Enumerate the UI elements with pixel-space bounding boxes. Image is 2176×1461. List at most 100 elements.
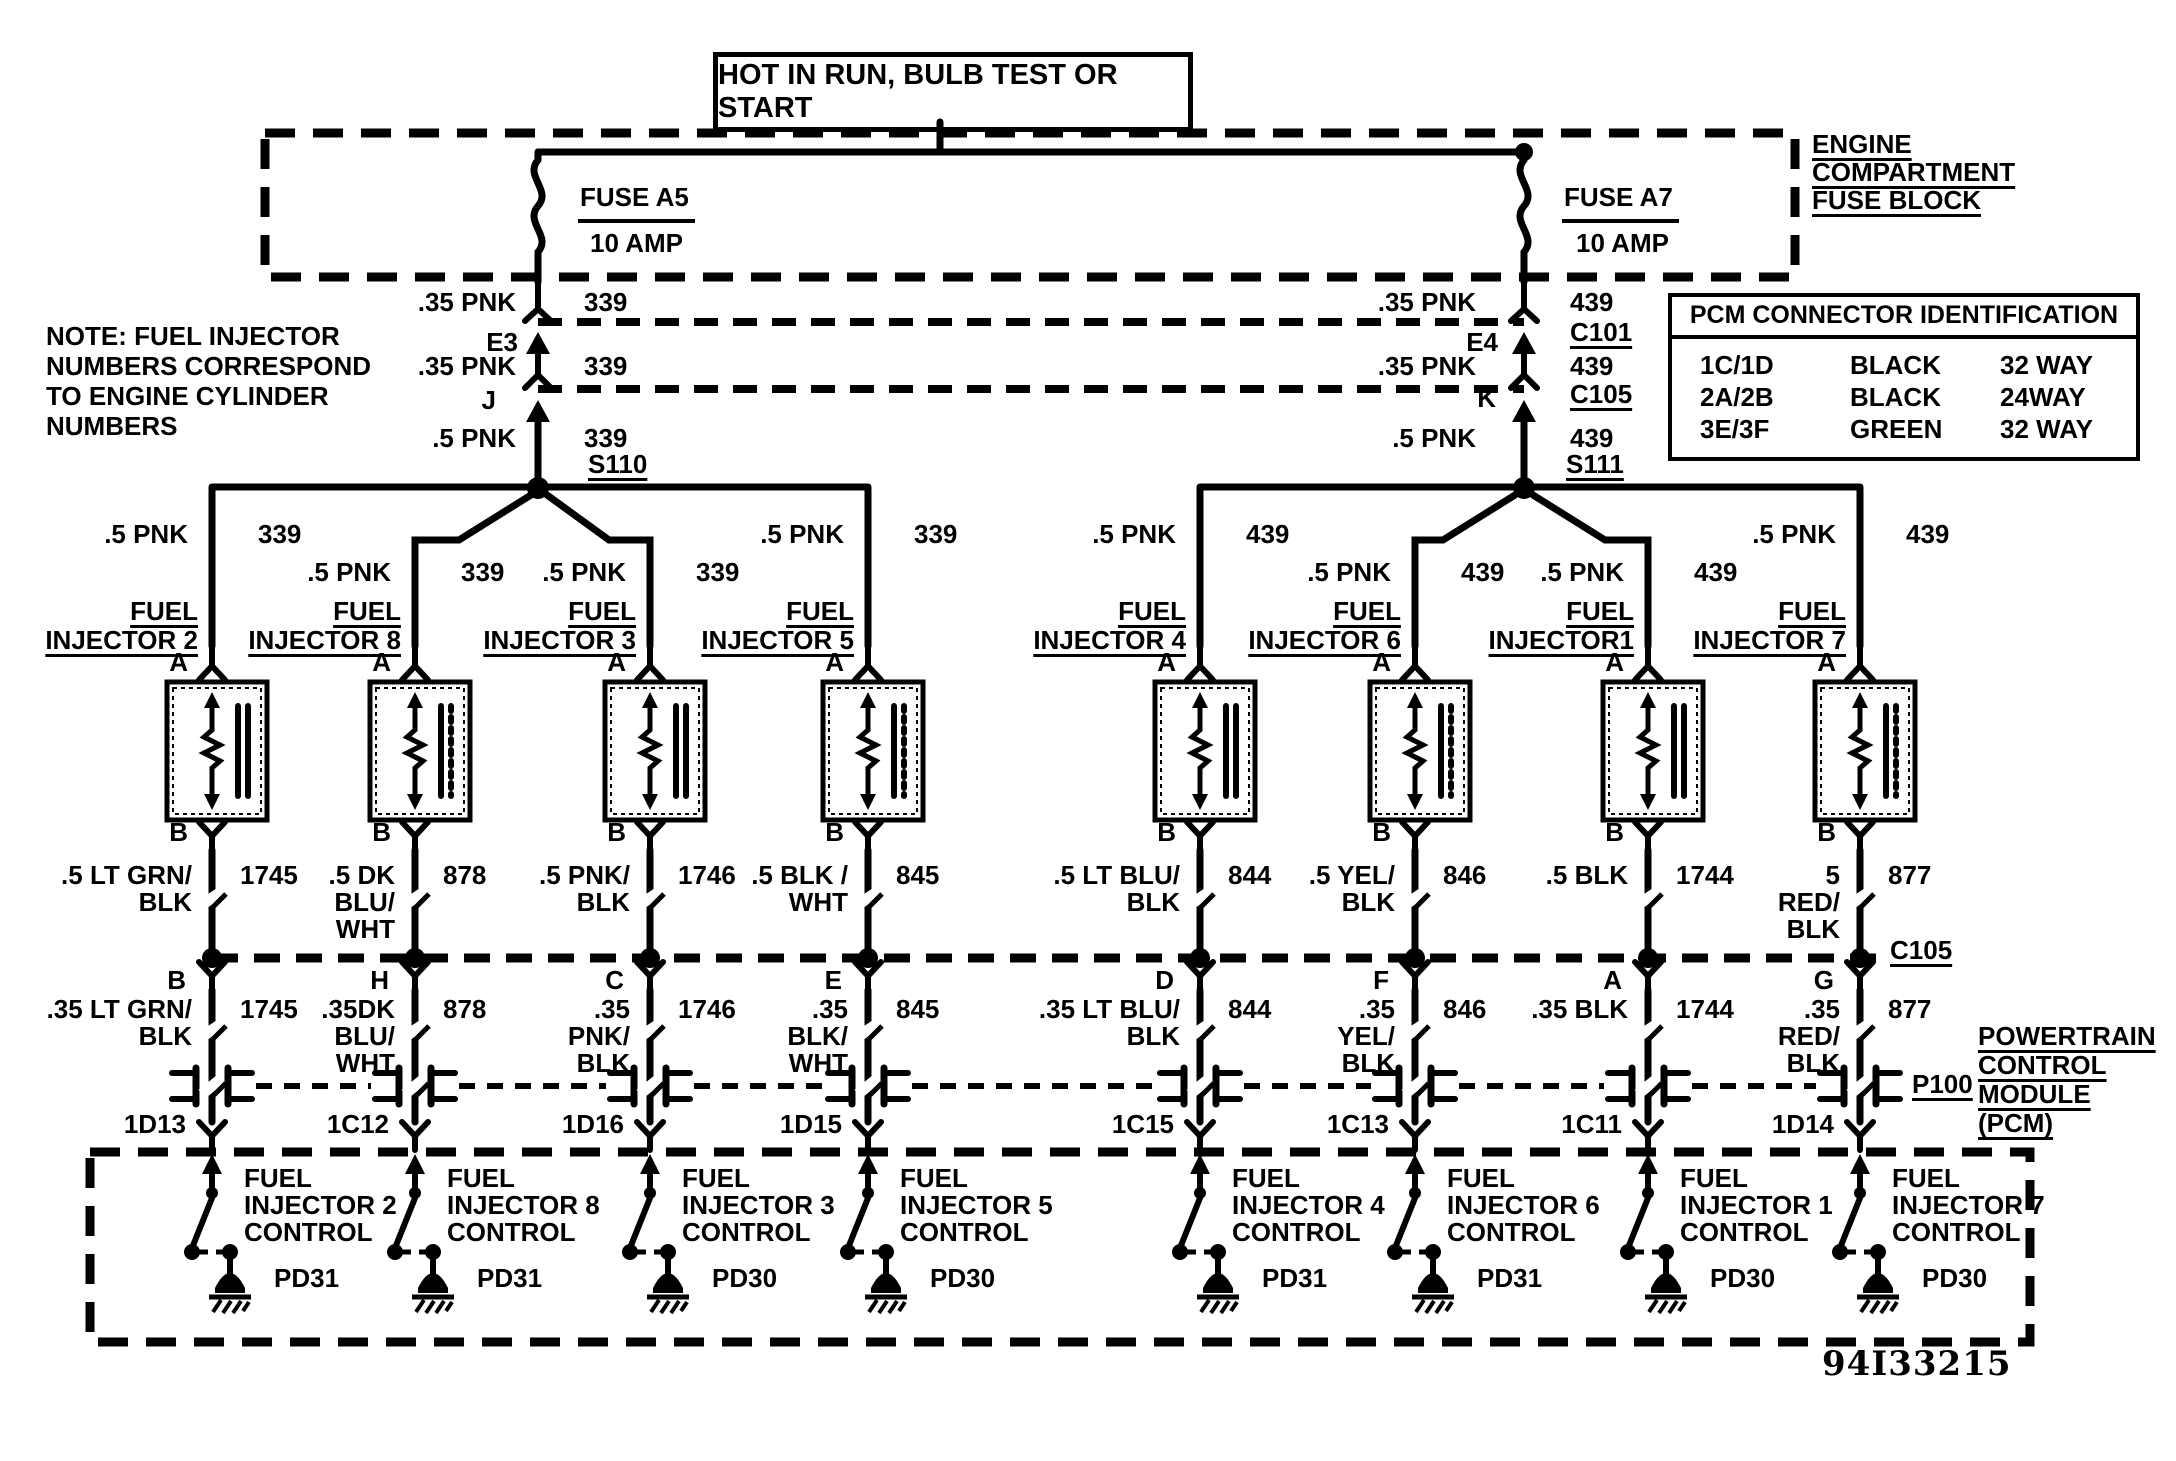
lower-wire-label: YEL/	[1337, 1021, 1395, 1051]
injector-name: FUEL	[1566, 596, 1634, 626]
upper-wire-label: BLK	[1341, 887, 1395, 917]
injector-name: INJECTOR 7	[1693, 625, 1846, 655]
lower-wire-circuit: 845	[896, 994, 940, 1024]
feed-wire-circuit: 439	[1246, 519, 1290, 549]
figure-id: 94I33215	[1822, 1344, 2012, 1384]
ground-id: PD30	[712, 1263, 778, 1293]
right-circuit-3: 439	[1570, 423, 1614, 453]
right-wire-size-3: .5 PNK	[1392, 423, 1476, 453]
control-label: INJECTOR 8	[447, 1190, 600, 1220]
lower-wire-label: BLK	[576, 1048, 630, 1078]
power-source-banner: HOT IN RUN, BULB TEST OR START	[713, 52, 1193, 132]
connector-c101-label: C101	[1570, 317, 1633, 347]
right-wire-size-1: .35 PNK	[1377, 287, 1476, 317]
control-label: CONTROL	[447, 1217, 576, 1247]
c105-pin-label: B	[167, 965, 186, 995]
lower-wire-circuit: 1745	[240, 994, 298, 1024]
upper-wire-label: BLU/	[334, 887, 395, 917]
ground-id: PD31	[1262, 1263, 1328, 1293]
lower-wire-label: .35 LT GRN/	[46, 994, 192, 1024]
injector-name: INJECTOR 8	[248, 625, 401, 655]
lower-wire-circuit: 844	[1228, 994, 1272, 1024]
pcm-label-line4: (PCM)	[1978, 1108, 2054, 1138]
upper-wire-circuit: 846	[1443, 860, 1487, 890]
upper-wire-label: WHT	[788, 887, 848, 917]
injector-name: FUEL	[130, 596, 198, 626]
pcm-label-line1: POWERTRAIN	[1978, 1021, 2156, 1051]
left-circuit-2: 339	[584, 351, 628, 381]
upper-wire-label: .5 BLK	[1545, 860, 1628, 890]
control-label: FUEL	[1892, 1163, 1960, 1193]
upper-wire-circuit: 877	[1888, 860, 1932, 890]
pcm-table-cell: 32 WAY	[2000, 350, 2093, 380]
ground-id: PD30	[1710, 1263, 1776, 1293]
injector-name: INJECTOR 6	[1248, 625, 1401, 655]
lower-wire-label: .35 LT BLU/	[1038, 994, 1180, 1024]
injector-name: FUEL	[1333, 596, 1401, 626]
pin-b-label: B	[1157, 817, 1176, 847]
left-wire-size-3: .5 PNK	[432, 423, 516, 453]
control-label: CONTROL	[900, 1217, 1029, 1247]
upper-wire-circuit: 878	[443, 860, 487, 890]
splice-s110-label: S110	[588, 449, 648, 479]
injector-name: FUEL	[1778, 596, 1846, 626]
pcm-box	[85, 1147, 2035, 1347]
control-label: INJECTOR 6	[1447, 1190, 1600, 1220]
control-label: CONTROL	[682, 1217, 811, 1247]
feed-wire-circuit: 339	[914, 519, 958, 549]
upper-wire-label: RED/	[1777, 887, 1840, 917]
control-label: FUEL	[1680, 1163, 1748, 1193]
pcm-table-cell: 32 WAY	[2000, 414, 2093, 444]
splice-s111-label: S111	[1566, 449, 1624, 479]
upper-wire-circuit: 845	[896, 860, 940, 890]
fuse-block-box	[260, 128, 1800, 282]
left-wire-size-1: .35 PNK	[417, 287, 516, 317]
control-label: CONTROL	[244, 1217, 373, 1247]
pcm-table-cell: BLACK	[1850, 382, 1941, 412]
lower-wire-circuit: 846	[1443, 994, 1487, 1024]
ground-id: PD31	[1477, 1263, 1543, 1293]
ground-id: PD30	[1922, 1263, 1988, 1293]
feed-wire-circuit: 339	[461, 557, 505, 587]
left-pin-e3: E3	[486, 327, 518, 357]
control-label: FUEL	[244, 1163, 312, 1193]
injector-name: FUEL	[786, 596, 854, 626]
feed-wire-circuit: 439	[1906, 519, 1950, 549]
c105-pin-label: G	[1813, 965, 1834, 995]
c105-pin-label: F	[1373, 965, 1389, 995]
fuse-a7-symbol	[1516, 148, 1532, 286]
ground-id: PD30	[930, 1263, 996, 1293]
injector-name: INJECTOR 4	[1033, 625, 1186, 655]
note-line1: NOTE: FUEL INJECTOR	[46, 321, 340, 351]
lower-wire-label: BLK	[1786, 1048, 1840, 1078]
c105-pin-label: C	[605, 965, 624, 995]
fuse-a7-rating: 10 AMP	[1576, 228, 1669, 258]
pcm-label-line2: CONTROL	[1978, 1050, 2107, 1080]
c105-pin-label: E	[824, 965, 842, 995]
upper-wire-circuit: 1746	[678, 860, 736, 890]
lower-wire-label: .35	[811, 994, 848, 1024]
injector-name: INJECTOR 3	[483, 625, 636, 655]
feed-wire-circuit: 439	[1694, 557, 1738, 587]
feed-wire-size: .5 PNK	[307, 557, 391, 587]
pcm-table-row: 2A/2B BLACK 24WAY	[1700, 381, 2136, 413]
lower-wire-label: BLK	[1341, 1048, 1395, 1078]
upper-wire-label: 5	[1825, 860, 1840, 890]
control-label: INJECTOR 1	[1680, 1190, 1833, 1220]
pcm-table-cell: 2A/2B	[1700, 382, 1774, 412]
pcm-connector-table: PCM CONNECTOR IDENTIFICATION 1C/1D BLACK…	[1668, 293, 2140, 461]
upper-wire-label: BLK	[138, 887, 192, 917]
lower-wire-label: RED/	[1777, 1021, 1840, 1051]
pcm-table-cell: 1C/1D	[1700, 350, 1774, 380]
upper-wire-label: BLK	[1126, 887, 1180, 917]
right-bus	[1508, 279, 1540, 499]
control-label: FUEL	[447, 1163, 515, 1193]
fuse-a5-rating: 10 AMP	[590, 228, 683, 258]
control-label: INJECTOR 7	[1892, 1190, 2045, 1220]
fuse-a5-symbol	[530, 148, 546, 286]
left-wire-size-2: .35 PNK	[417, 351, 516, 381]
control-label: INJECTOR 3	[682, 1190, 835, 1220]
pin-b-label: B	[1372, 817, 1391, 847]
lower-wire-circuit: 877	[1888, 994, 1932, 1024]
lower-wire-label: BLK	[1126, 1021, 1180, 1051]
